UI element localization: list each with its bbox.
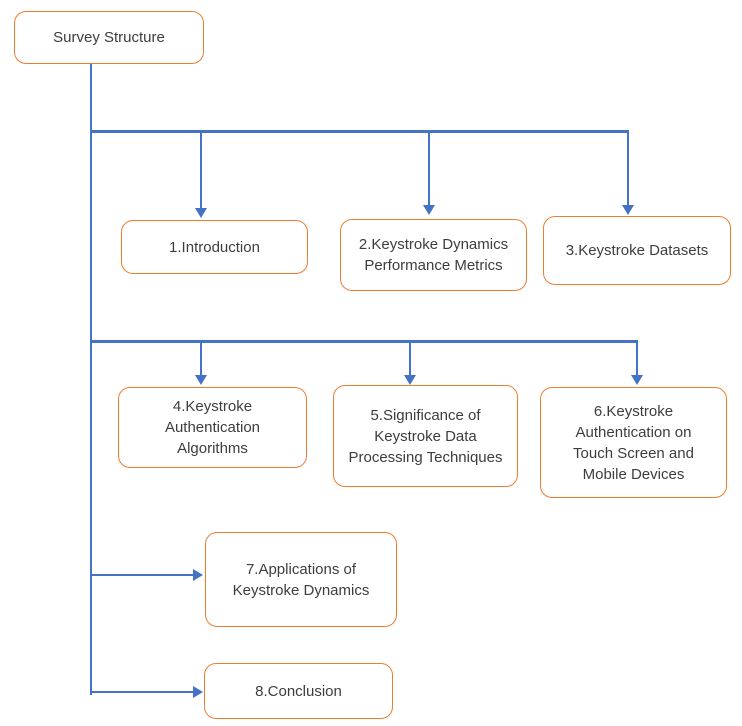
node-6-keystroke-authentication-touch-mobile: 6.Keystroke Authentication on Touch Scre… <box>540 387 727 498</box>
connector-trunk <box>90 64 92 695</box>
node-4-keystroke-authentication-algorithms: 4.Keystroke Authentication Algorithms <box>118 387 307 468</box>
connector-stem-node1 <box>200 131 202 208</box>
node-3-keystroke-datasets: 3.Keystroke Datasets <box>543 216 731 285</box>
connector-stem-node6 <box>636 341 638 375</box>
connector-node7-line <box>90 574 193 576</box>
arrowhead-node2-icon <box>423 205 435 215</box>
node-1-introduction: 1.Introduction <box>121 220 308 274</box>
node-5-significance-keystroke-data-processing: 5.Significance of Keystroke Data Process… <box>333 385 518 487</box>
connector-stem-node5 <box>409 341 411 375</box>
node-survey-structure: Survey Structure <box>14 11 204 64</box>
connector-row1-line <box>90 130 629 133</box>
arrowhead-node3-icon <box>622 205 634 215</box>
connector-node8-line <box>90 691 193 693</box>
arrowhead-node1-icon <box>195 208 207 218</box>
arrowhead-node4-icon <box>195 375 207 385</box>
arrowhead-node6-icon <box>631 375 643 385</box>
arrowhead-node5-icon <box>404 375 416 385</box>
arrowhead-node8-icon <box>193 686 203 698</box>
connector-stem-node2 <box>428 131 430 205</box>
connector-row2-line <box>90 340 638 343</box>
connector-stem-node3 <box>627 131 629 205</box>
connector-stem-node4 <box>200 341 202 375</box>
node-8-conclusion: 8.Conclusion <box>204 663 393 719</box>
node-7-applications-of-keystroke-dynamics: 7.Applications of Keystroke Dynamics <box>205 532 397 627</box>
node-2-keystroke-dynamics-performance-metrics: 2.Keystroke Dynamics Performance Metrics <box>340 219 527 291</box>
arrowhead-node7-icon <box>193 569 203 581</box>
